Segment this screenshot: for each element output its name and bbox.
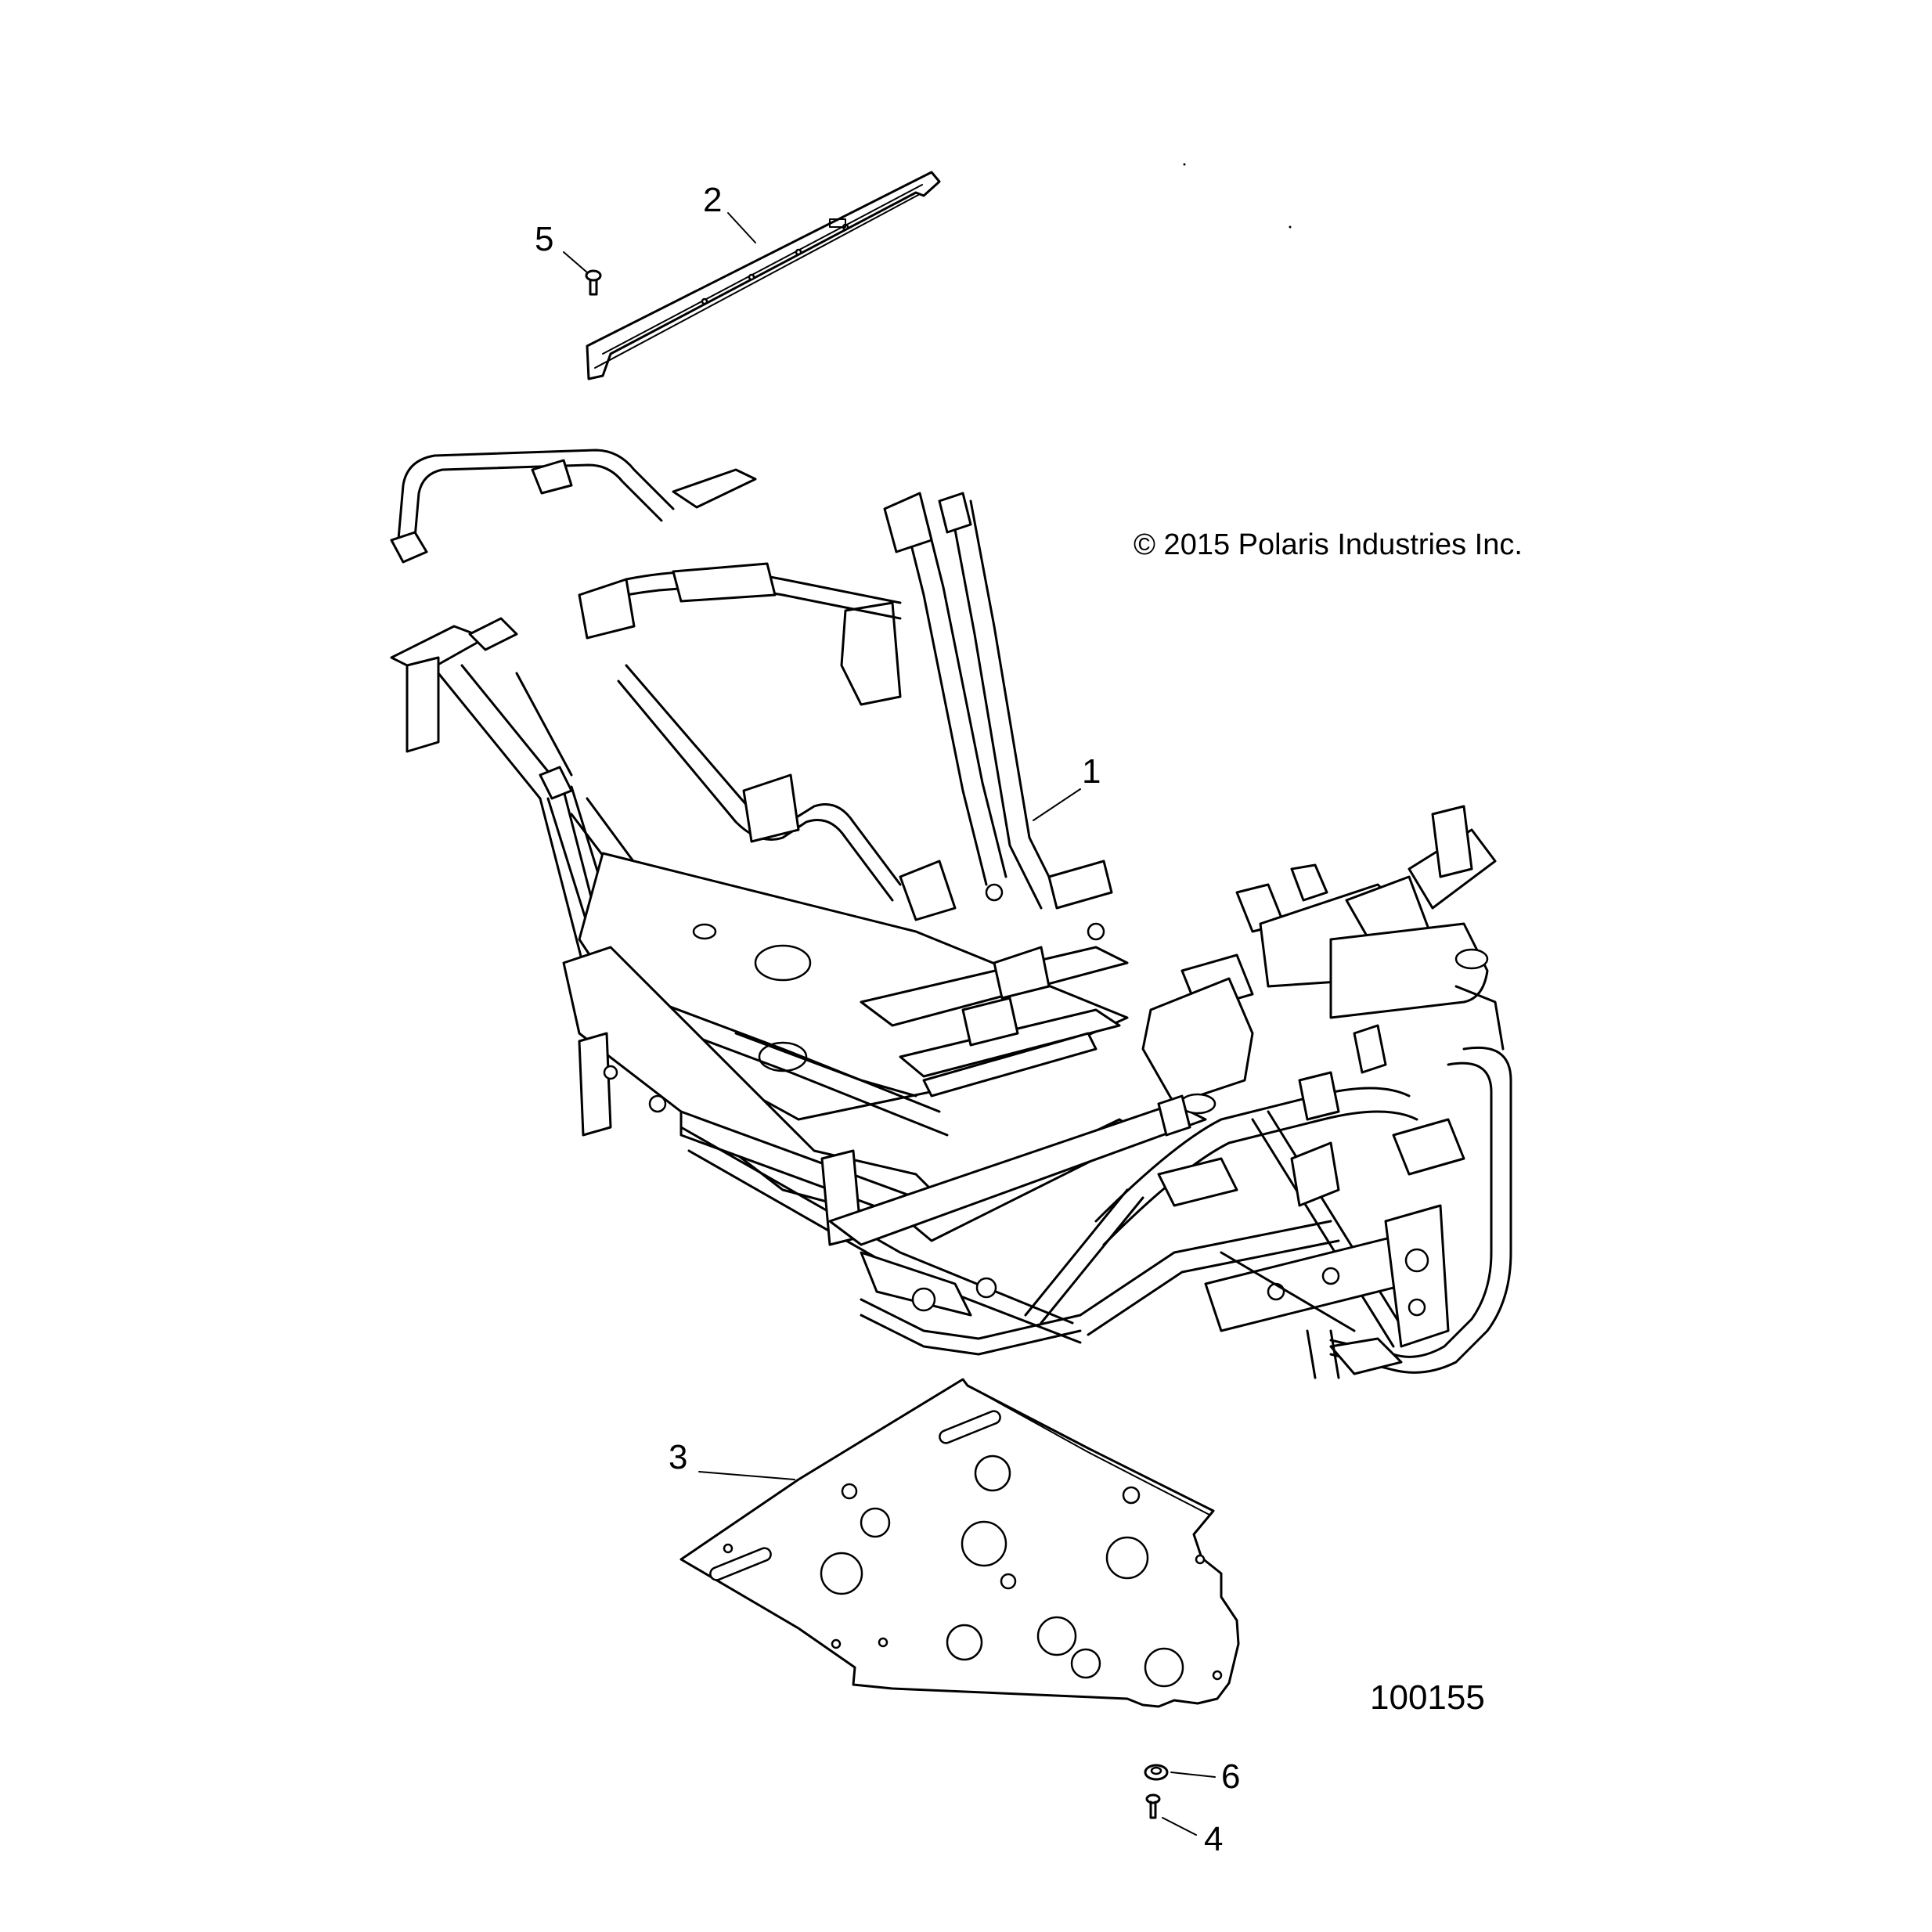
leader-1 (1033, 788, 1081, 821)
part-4-screw (1145, 1793, 1161, 1819)
leader-5 (563, 251, 588, 273)
part-6-nut (1144, 1764, 1169, 1781)
leader-2 (727, 212, 756, 243)
callout-6: 6 (1221, 1757, 1240, 1796)
copyright-text: © 2015 Polaris Industries Inc. (1134, 528, 1523, 561)
reference-number: 100155 (1370, 1678, 1485, 1717)
part-2-cross-rail (586, 171, 941, 380)
part-3-skid-plate (679, 1378, 1240, 1708)
callout-1: 1 (1082, 752, 1101, 791)
leader-3 (698, 1471, 795, 1480)
part-1-main-frame (390, 449, 1512, 1379)
callout-3: 3 (669, 1438, 687, 1476)
leader-4 (1162, 1817, 1197, 1836)
callout-5: 5 (535, 220, 553, 258)
callout-4: 4 (1204, 1820, 1223, 1858)
part-5-bolt (585, 269, 602, 296)
callout-2: 2 (703, 181, 722, 219)
leader-6 (1170, 1772, 1216, 1778)
